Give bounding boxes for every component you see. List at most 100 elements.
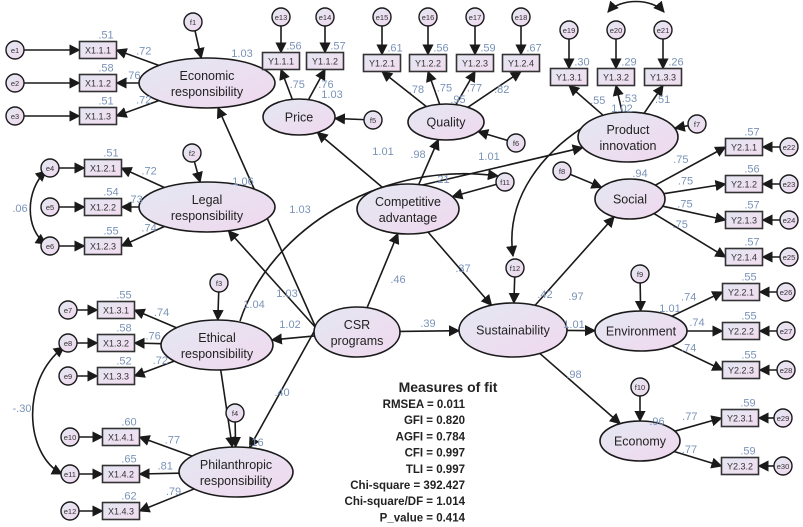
latent-label: Quality <box>427 116 467 130</box>
indicator-label: X1.4.1 <box>108 433 134 443</box>
latent-label: responsibility <box>181 347 254 361</box>
latent-env: Environment <box>594 310 688 352</box>
indicator-Y2.2.1: Y2.2.1 <box>721 282 761 302</box>
disturbance-circle <box>552 161 572 181</box>
loading-Y1.3.1 <box>568 84 604 116</box>
indicator-r2: .65 <box>121 454 136 466</box>
loading-coefficient: .74 <box>681 291 696 303</box>
loading-coefficient: .74 <box>689 317 704 329</box>
latent-label: Philanthropic <box>200 458 272 472</box>
error-e13: e13 <box>271 7 291 27</box>
indicator-label: Y2.2.1 <box>728 288 754 298</box>
error-circle <box>776 321 796 341</box>
latent-label: Social <box>613 193 647 207</box>
loading-X1.1.1 <box>115 48 159 67</box>
loading-coefficient: .75 <box>677 198 692 210</box>
latent-r2: .95 <box>450 94 465 106</box>
indicator-label: Y2.1.2 <box>731 180 757 190</box>
error-e3: e3 <box>5 106 25 126</box>
disturbance-circle <box>363 110 383 130</box>
error-label: e26 <box>780 288 793 297</box>
indicator-r2: .55 <box>103 226 118 238</box>
latent-label: Environment <box>606 325 677 339</box>
indicator-X1.3.3: X1.3.3 <box>96 366 136 386</box>
edges-layer <box>24 0 780 517</box>
loading-Y2.2.3 <box>671 345 724 371</box>
indicator-r2: .51 <box>98 30 113 42</box>
fit-measure-line: RMSEA = 0.011 <box>383 399 466 411</box>
disturbance-f9: f9 <box>630 264 650 284</box>
disturbance-circle <box>495 172 515 192</box>
indicator-box <box>724 247 764 267</box>
error-circle <box>58 366 78 386</box>
loading-X1.4.3 <box>138 488 195 513</box>
error-label: e27 <box>780 327 793 336</box>
error-circle <box>5 73 25 93</box>
latent-label: Economy <box>614 435 667 449</box>
fit-title: Measures of fit <box>399 379 498 395</box>
latent-r2: .16 <box>248 437 263 449</box>
indicator-r2: .29 <box>621 57 636 69</box>
error-circle <box>60 427 80 447</box>
indicator-box <box>305 51 345 71</box>
indicator-box <box>455 53 495 73</box>
indicator-label: Y2.2.3 <box>728 366 754 376</box>
path-coefficient: 1.01 <box>372 146 393 158</box>
indicator-X1.1.2: X1.1.2 <box>78 73 118 93</box>
error-label: e25 <box>783 253 796 262</box>
path-coefficient: .37 <box>455 263 470 275</box>
indicator-box <box>720 408 760 428</box>
loading-X1.3.2 <box>133 337 162 349</box>
error-label: e6 <box>46 242 54 251</box>
loading-X1.4.1 <box>138 435 193 457</box>
loading-coefficient: .72 <box>136 45 151 57</box>
indicator-label: X1.4.3 <box>108 507 134 517</box>
error-e4: e4 <box>40 158 60 178</box>
loading-coefficient: .55 <box>590 95 605 107</box>
loading-Y2.1.2 <box>663 180 727 195</box>
latent-ellipse <box>594 310 688 352</box>
path-coefficient: 1.01 <box>478 151 499 163</box>
indicator-box <box>101 501 141 521</box>
latent-social: Social <box>594 178 666 220</box>
loading-Y1.2.4 <box>467 70 522 108</box>
loading-coefficient: .78 <box>409 84 424 96</box>
indicator-label: Y2.1.4 <box>731 253 757 263</box>
latent-ellipse <box>356 183 460 235</box>
indicator-label: Y2.3.1 <box>727 414 753 424</box>
path-f8 <box>570 173 603 189</box>
error-label: e19 <box>563 26 576 35</box>
latent-ellipse <box>594 178 666 220</box>
error-label: e16 <box>422 13 435 22</box>
covariance-coefficient: .06 <box>12 203 27 215</box>
error-e28: e28 <box>776 360 796 380</box>
indicator-r2: .57 <box>744 200 759 212</box>
indicator-label: Y1.3.3 <box>650 73 676 83</box>
indicator-label: Y2.1.3 <box>731 216 757 226</box>
indicator-r2: .55 <box>116 290 131 302</box>
indicator-r2: .56 <box>433 43 448 55</box>
loading-coefficient: .76 <box>318 79 333 91</box>
error-label: e13 <box>275 13 288 22</box>
error-circle <box>776 360 796 380</box>
disturbance-circle <box>183 12 203 32</box>
error-circle <box>58 300 78 320</box>
error-label: e9 <box>64 372 72 381</box>
error-label: e14 <box>319 13 332 22</box>
error-e14: e14 <box>315 7 335 27</box>
latent-r2: 1.02 <box>611 103 632 115</box>
latent-ellipse <box>407 103 485 141</box>
indicator-r2: .57 <box>744 127 759 139</box>
error-label: e11 <box>64 470 76 479</box>
latent-r2: .42 <box>537 289 552 301</box>
error-label: e22 <box>783 143 796 152</box>
latent-label: Sustainability <box>476 324 550 338</box>
latent-ellipse <box>599 420 681 462</box>
indicator-label: X1.1.3 <box>85 112 111 122</box>
disturbance-label: f11 <box>500 178 510 187</box>
path-coefficient: 1.01 <box>563 319 584 331</box>
indicator-box <box>643 67 683 87</box>
indicator-label: X1.3.3 <box>103 372 129 382</box>
